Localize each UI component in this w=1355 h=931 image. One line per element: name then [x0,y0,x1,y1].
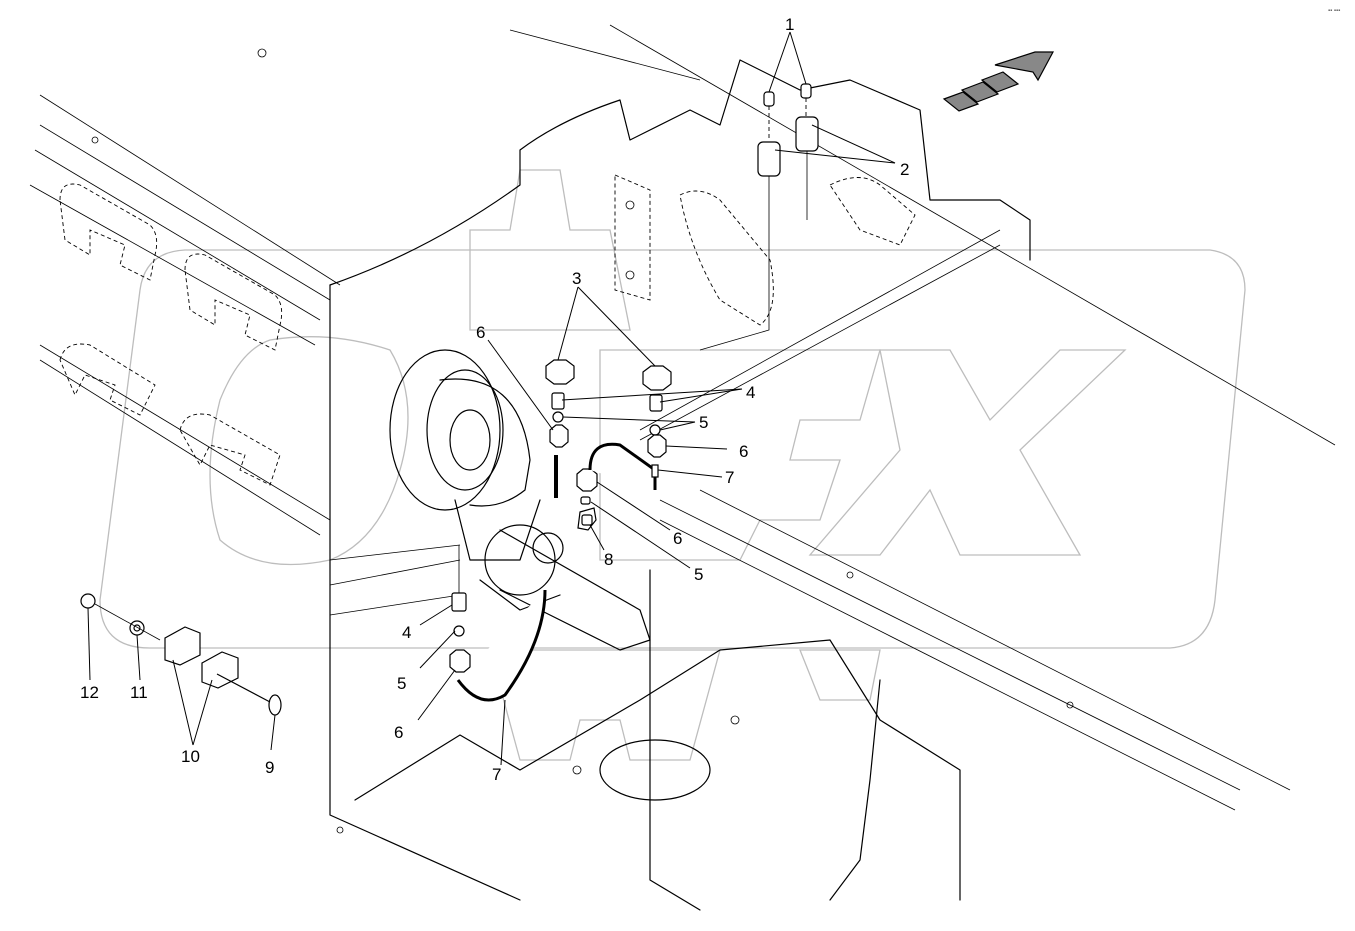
label-6-right: 6 [739,442,748,461]
label-3: 3 [572,269,581,288]
label-7-lower: 7 [492,765,501,784]
label-12: 12 [80,683,99,702]
label-10: 10 [181,747,200,766]
pulley-assembly [389,349,651,651]
part-labels: 1 2 3 4 5 6 6 7 6 8 5 4 5 6 7 12 11 10 9 [80,15,909,784]
label-6-mid: 6 [673,529,682,548]
elbow-fitting [577,507,597,531]
upper-fittings [549,392,667,505]
adapters [699,116,819,351]
label-1: 1 [785,15,794,34]
label-6-lower: 6 [394,723,403,742]
watermark [99,169,1246,761]
label-5-mid: 5 [694,565,703,584]
lower-fittings [449,545,471,673]
direction-arrow [942,51,1055,112]
label-5-upper: 5 [699,413,708,432]
label-4-upper: 4 [746,383,755,402]
hoses [456,442,659,702]
chassis-outline [29,24,1336,911]
left-brackets [59,183,283,486]
right-plate [614,174,916,326]
leader-lines [87,31,896,766]
label-6-left: 6 [476,323,485,342]
label-11: 11 [130,683,148,702]
label-7-upper: 7 [725,468,734,487]
corner-mark: ▪▪ ▪▪▪ [1328,8,1340,14]
label-8: 8 [604,550,613,569]
label-4-lower: 4 [402,623,411,642]
mount-nuts [545,359,672,391]
label-5-lower: 5 [397,674,406,693]
clamp-assembly [80,593,282,716]
label-2: 2 [900,160,909,179]
label-9: 9 [265,758,274,777]
